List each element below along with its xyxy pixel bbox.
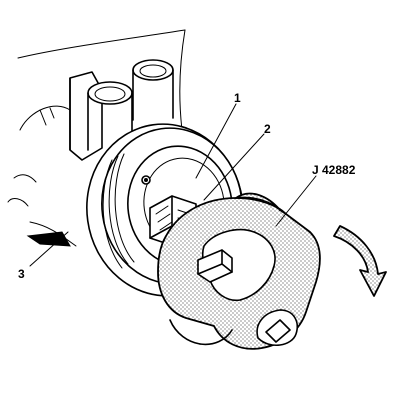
leader-tool	[275, 175, 317, 227]
callout-1: 1	[234, 91, 241, 105]
engine-block	[7, 29, 186, 247]
leader-lines	[29, 103, 317, 267]
rotation-arrow	[333, 225, 387, 297]
leader-2	[203, 133, 265, 201]
cylinder-bosses	[69, 59, 174, 161]
tool-j42882	[157, 192, 321, 350]
callout-2: 2	[264, 122, 271, 136]
leader-3	[29, 231, 69, 267]
callout-3: 3	[18, 267, 25, 281]
leader-1	[195, 103, 237, 179]
callout-tool-j42882: J 42882	[312, 163, 356, 177]
